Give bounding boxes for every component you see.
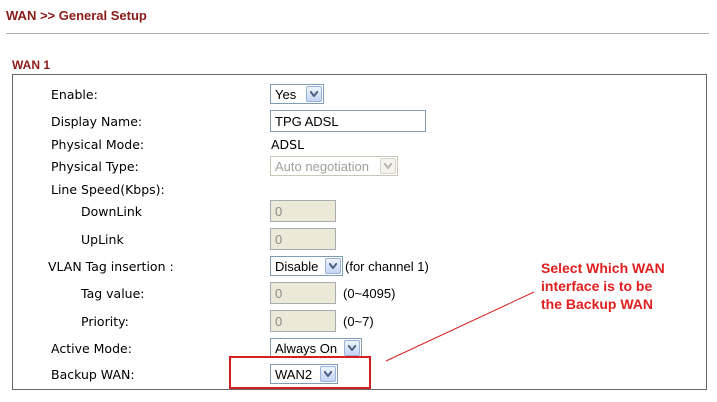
enable-label: Enable: [51, 87, 98, 102]
chevron-down-icon[interactable] [306, 86, 322, 102]
section-title: WAN 1 [12, 58, 51, 72]
tag-value-range: (0~4095) [343, 286, 396, 301]
physical-mode-label: Physical Mode: [51, 137, 145, 152]
active-mode-select-value: Always On [275, 341, 338, 356]
chevron-down-icon[interactable] [320, 366, 336, 382]
enable-select[interactable]: Yes [270, 84, 324, 104]
tag-value-input [270, 282, 336, 304]
page-title: WAN >> General Setup [6, 8, 147, 23]
annotation-line: the Backup WAN [541, 296, 654, 312]
annotation-line: interface is to be [541, 278, 653, 294]
downlink-label: DownLink [81, 204, 143, 219]
uplink-label: UpLink [81, 232, 124, 247]
physical-type-select-value: Auto negotiation [275, 159, 369, 174]
physical-type-select: Auto negotiation [270, 156, 398, 176]
vlan-tag-select-value: Disable [275, 259, 319, 274]
downlink-input [270, 200, 336, 222]
chevron-down-icon [380, 158, 396, 174]
priority-input [270, 310, 336, 332]
priority-label: Priority: [81, 314, 129, 329]
vlan-tag-note: (for channel 1) [345, 259, 429, 274]
display-name-input[interactable] [270, 110, 426, 132]
vlan-tag-select[interactable]: Disable [270, 256, 343, 276]
annotation-line: Select Which WAN [541, 260, 665, 276]
active-mode-label: Active Mode: [51, 341, 132, 356]
wan-settings-panel [12, 74, 707, 390]
uplink-input [270, 228, 336, 250]
physical-mode-value: ADSL [271, 137, 305, 152]
backup-wan-label: Backup WAN: [51, 367, 135, 382]
physical-type-label: Physical Type: [51, 159, 139, 174]
annotation-callout: Select Which WAN interface is to be the … [541, 259, 665, 313]
chevron-down-icon[interactable] [325, 258, 341, 274]
priority-range: (0~7) [343, 314, 374, 329]
backup-wan-select-value: WAN2 [275, 367, 313, 382]
tag-value-label: Tag value: [81, 286, 145, 301]
line-speed-label: Line Speed(Kbps): [51, 182, 165, 197]
backup-wan-highlight-box [229, 356, 371, 389]
active-mode-select[interactable]: Always On [270, 338, 362, 358]
enable-select-value: Yes [275, 87, 297, 102]
vlan-tag-label: VLAN Tag insertion : [48, 259, 174, 274]
title-divider [6, 33, 709, 34]
chevron-down-icon[interactable] [344, 340, 360, 356]
backup-wan-select[interactable]: WAN2 [270, 364, 338, 384]
display-name-label: Display Name: [51, 114, 143, 129]
